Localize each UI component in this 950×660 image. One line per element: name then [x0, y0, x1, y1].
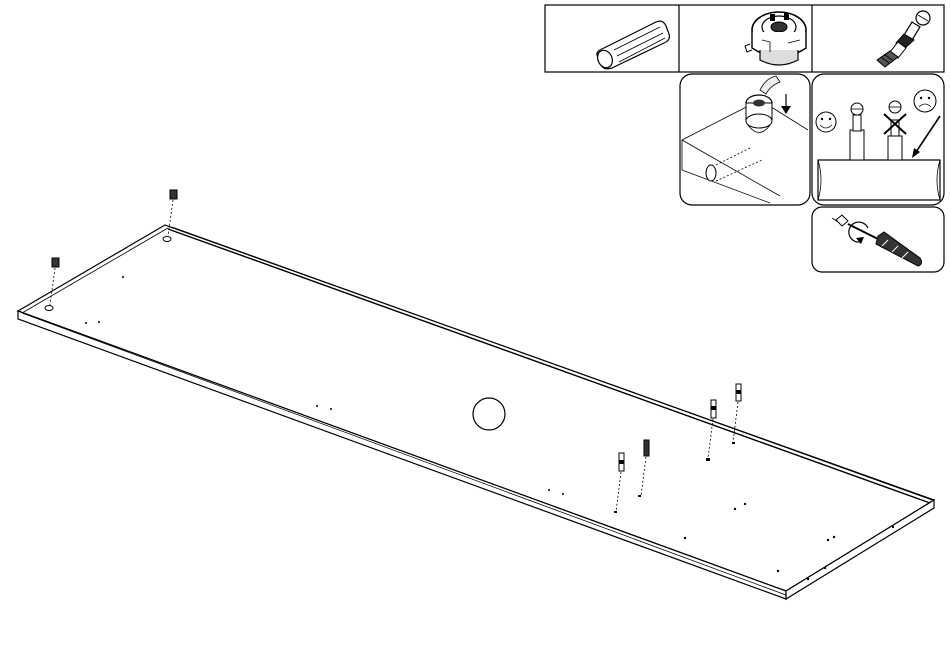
parts-strip [545, 5, 944, 72]
center-hole [473, 398, 505, 430]
insert-cam-lock-icon [680, 74, 810, 205]
cam-lock-icon [745, 12, 806, 65]
wooden-dowel-icon [595, 21, 670, 70]
cam-bolt-icon [877, 11, 930, 67]
bolt-depth-icon [812, 74, 944, 205]
screwdriver-turn-icon [812, 207, 944, 272]
panel-assembly-icon [18, 190, 934, 599]
happy-face-icon [816, 112, 836, 132]
bad-bolt [884, 101, 906, 160]
good-bolt [850, 103, 864, 160]
sad-face-icon [914, 90, 936, 112]
